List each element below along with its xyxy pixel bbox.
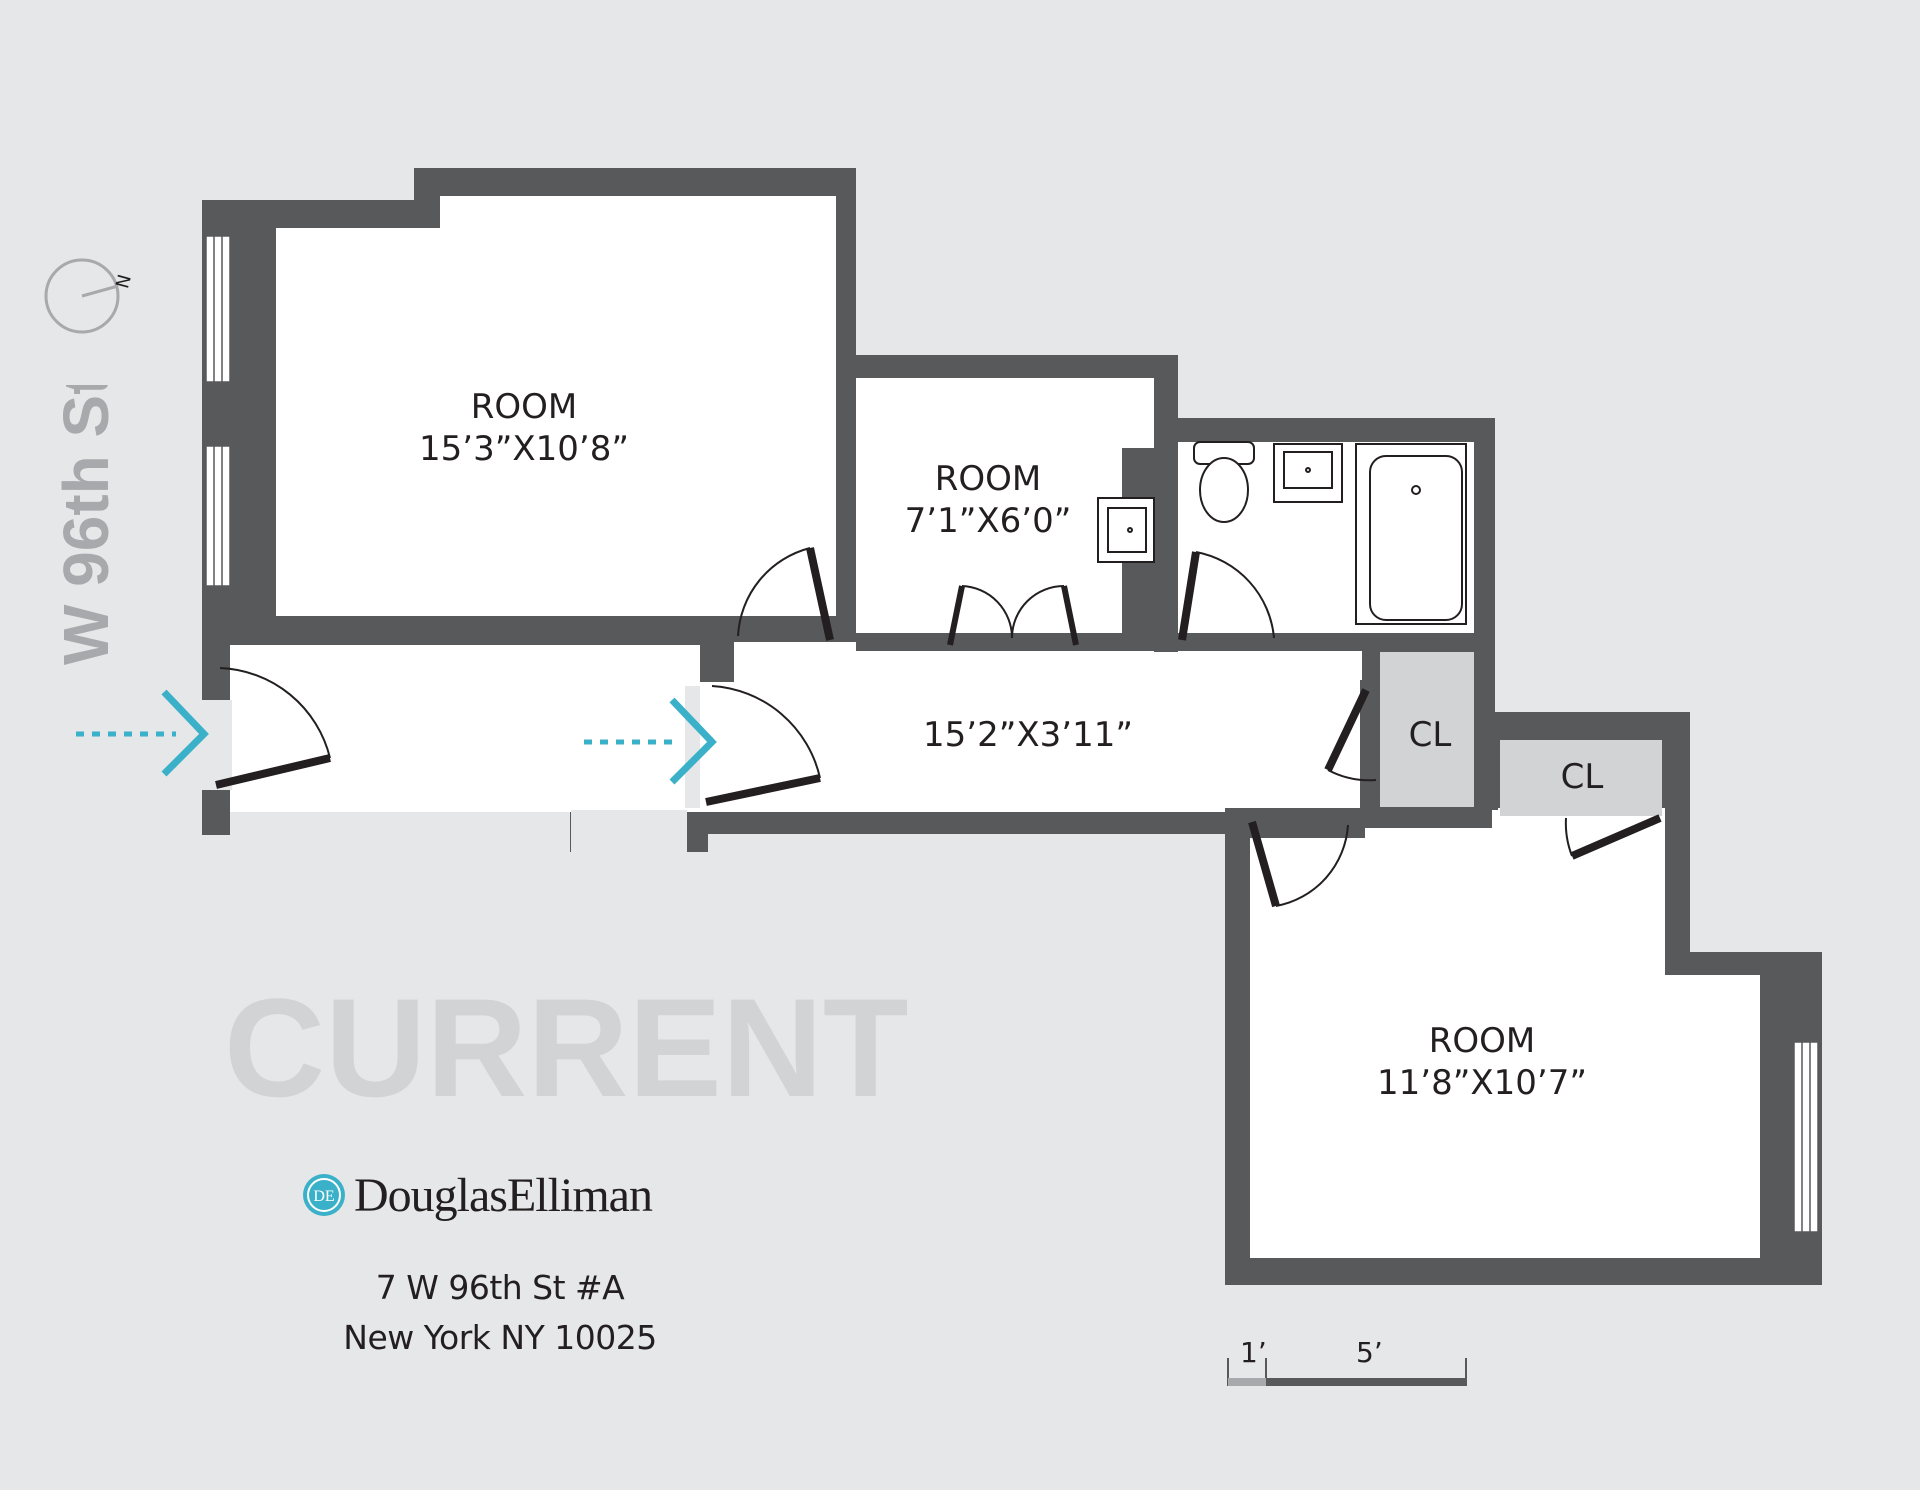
interiors xyxy=(230,196,1760,1258)
brand-mark-letters: DE xyxy=(313,1188,334,1205)
entry-arrow-outer-head xyxy=(161,689,209,777)
street-label-box: W 96th St xyxy=(50,385,122,665)
address-line-1: 7 W 96th St #A xyxy=(375,1268,625,1307)
compass-icon xyxy=(44,258,120,334)
brand-logo: DE DouglasElliman xyxy=(302,1165,653,1225)
room-3-dims: 11’8”X10’7” xyxy=(1377,1063,1587,1103)
fixtures xyxy=(1097,441,1467,625)
room-2-dims: 7’1”X6’0” xyxy=(905,501,1072,541)
closet-1 xyxy=(1380,652,1474,807)
toilet-bowl xyxy=(1199,457,1249,523)
brand-name: DouglasElliman xyxy=(354,1168,653,1222)
street-label: W 96th St xyxy=(50,385,122,665)
closet-2 xyxy=(1500,740,1662,816)
room-1-dims: 15’3”X10’8” xyxy=(419,429,629,469)
doors xyxy=(215,547,1662,908)
bathtub xyxy=(1355,443,1467,625)
room-2-name: ROOM xyxy=(935,459,1041,499)
scale-large-label: 5’ xyxy=(1356,1336,1383,1369)
entry-arrows xyxy=(76,689,717,785)
address-line-2: New York NY 10025 xyxy=(343,1318,657,1357)
room-1-floor xyxy=(276,196,836,616)
current-watermark: CURRENT xyxy=(224,969,908,1126)
room-3-floor xyxy=(1250,808,1760,1258)
closet-2-label: CL xyxy=(1561,757,1604,797)
scale-small-label: 1’ xyxy=(1240,1336,1267,1369)
entry-arrow-inner-head xyxy=(669,697,717,785)
room-1-name: ROOM xyxy=(471,387,577,427)
windows xyxy=(205,235,1819,1233)
hall-dims: 15’2”X3’11” xyxy=(923,715,1133,755)
room-3-name: ROOM xyxy=(1429,1021,1535,1061)
scale-bar xyxy=(1227,1358,1467,1386)
compass-label: N xyxy=(112,272,136,290)
closet-1-label: CL xyxy=(1409,715,1452,755)
brand-mark-icon: DE xyxy=(303,1174,345,1216)
